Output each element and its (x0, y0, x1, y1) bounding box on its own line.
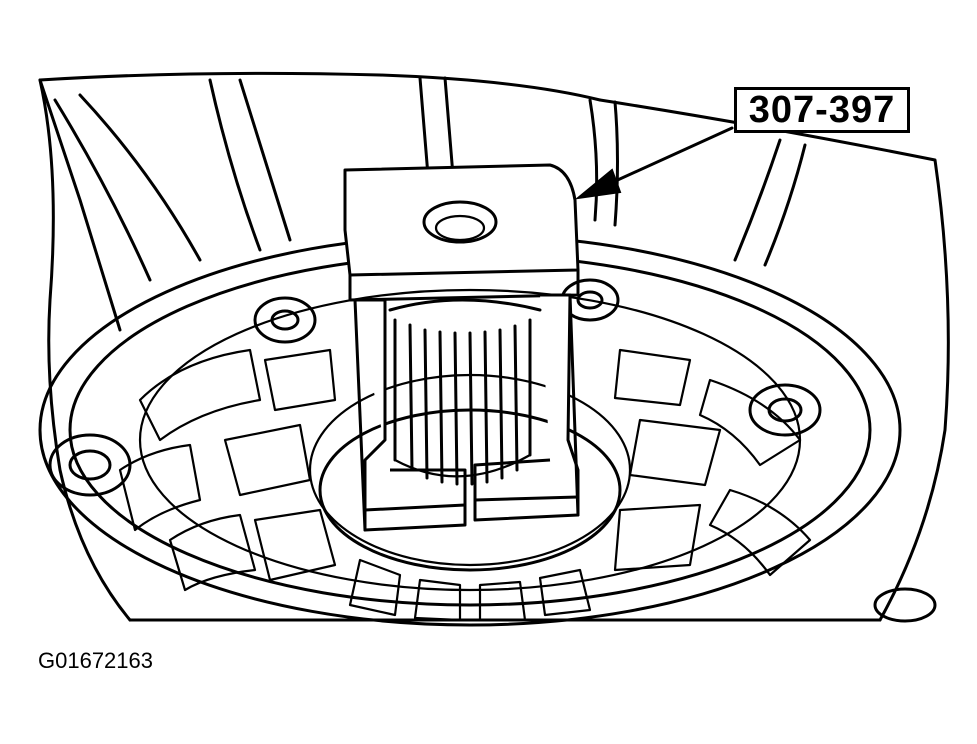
figure-id: G01672163 (38, 648, 153, 673)
bolt-bosses (48, 278, 937, 623)
housing-outline (38, 71, 950, 622)
splined-shaft (388, 298, 542, 486)
housing-ribs-upper (53, 76, 807, 282)
tool-number-callout: 307-397 (734, 87, 910, 133)
callout-leader (574, 126, 734, 200)
pump-body-web-pockets (118, 348, 812, 622)
